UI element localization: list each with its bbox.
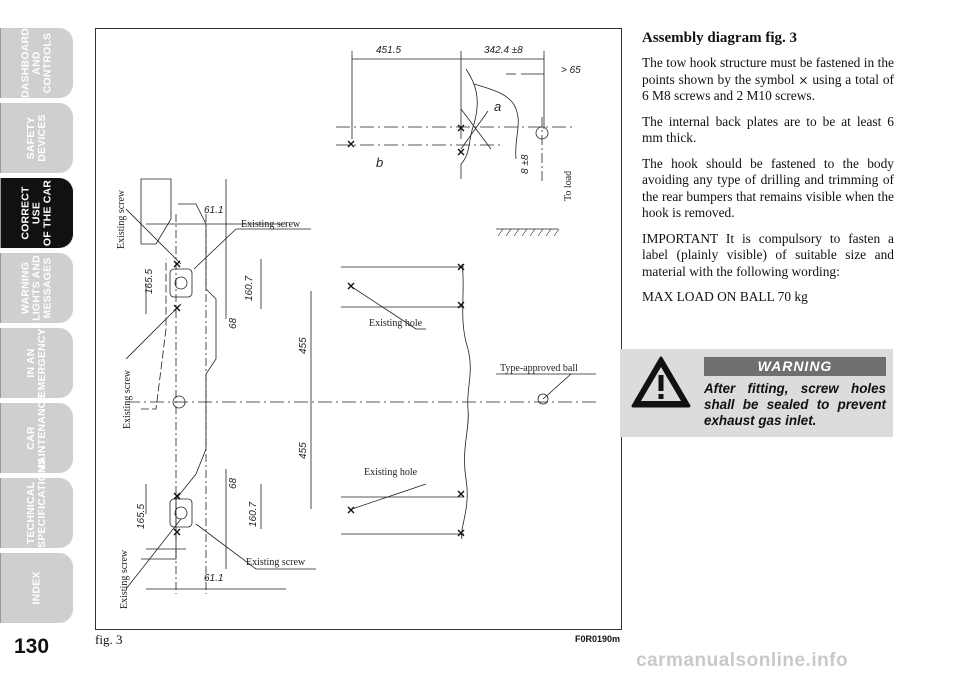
tab-index[interactable]: INDEX — [0, 553, 74, 623]
paragraph-no-drilling: The hook should be fastened to the body … — [642, 155, 894, 221]
paragraph-max-load: MAX LOAD ON BALL 70 kg — [642, 289, 808, 304]
tab-label: TECHNICAL SPECIFICATIONS — [25, 457, 48, 548]
warning-triangle-icon — [631, 356, 691, 408]
dim-68-top: 68 — [228, 317, 239, 329]
dim-451-5: 451.5 — [376, 45, 401, 56]
section-heading: Assembly diagram fig. 3 — [642, 30, 797, 46]
tab-label: WARNING LIGHTS AND MESSAGES — [19, 255, 54, 321]
dim-61-1-top: 61.1 — [204, 205, 223, 216]
dim-165-5-top: 165.5 — [144, 269, 155, 294]
page-number: 130 — [14, 635, 50, 658]
label-b: b — [376, 155, 383, 170]
warning-title: WARNING — [704, 357, 886, 376]
watermark-text: carmanualsonline.info — [636, 650, 849, 671]
label-existing-hole-bottom: Existing hole — [364, 467, 418, 478]
paragraph-important: IMPORTANT It is compulsory to fasten a l… — [642, 230, 894, 279]
label-existing-hole-top: Existing hole — [369, 318, 423, 329]
warning-text: After fitting, screw holes shall be seal… — [620, 381, 886, 429]
label-existing-screw-top: Existing screw — [241, 219, 301, 230]
text-column: Assembly diagram fig. 3 The tow hook str… — [642, 30, 894, 315]
paragraph-fastening: The tow hook structure must be fastened … — [642, 55, 894, 105]
tab-in-an-emergency[interactable]: IN AN EMERGENCY — [0, 328, 74, 398]
assembly-diagram-drawing: Existing screw Existing screw Existing s… — [116, 45, 596, 609]
label-existing-screw-bottom: Existing screw — [246, 557, 306, 568]
paragraph-back-plates: The internal back plates are to be at le… — [642, 113, 894, 146]
tab-label: INDEX — [30, 571, 43, 605]
label-existing-screw-left-bottom: Existing screw — [119, 549, 130, 609]
warning-text-body: After fitting, screw holes shall be seal… — [704, 381, 886, 428]
tab-correct-use-of-the-car[interactable]: CORRECT USE OF THE CAR — [0, 178, 74, 248]
assembly-diagram-figure: Existing screw Existing screw Existing s… — [95, 28, 622, 630]
tab-label: CORRECT USE OF THE CAR — [19, 179, 54, 247]
dim-61-1-bottom: 61.1 — [204, 573, 223, 584]
label-a: a — [494, 99, 501, 114]
figure-caption: fig. 3 — [95, 632, 123, 647]
paragraph-fastening-a: The tow hook structure must be fastened … — [642, 55, 894, 87]
dim-gt-65: > 65 — [561, 65, 581, 76]
paragraph-fastening-b: using a total of 6 M8 screws and 2 M10 s… — [642, 71, 894, 104]
tab-warning-lights-and-messages[interactable]: WARNING LIGHTS AND MESSAGES — [0, 253, 74, 323]
tab-label: SAFETY DEVICES — [25, 114, 48, 162]
dim-165-5-bottom: 165.5 — [136, 504, 147, 529]
label-existing-screw-left-mid: Existing screw — [122, 369, 133, 429]
dim-342-4: 342.4 ±8 — [484, 45, 523, 56]
chapter-tabs: DASHBOARD AND CONTROLS SAFETY DEVICES CO… — [0, 28, 78, 628]
label-to-load: To load — [563, 171, 574, 201]
tab-safety-devices[interactable]: SAFETY DEVICES — [0, 103, 74, 173]
tab-label: DASHBOARD AND CONTROLS — [19, 27, 54, 98]
dim-160-7-top: 160.7 — [244, 276, 255, 301]
label-type-approved-ball: Type-approved ball — [500, 363, 578, 374]
dim-455-top: 455 — [298, 337, 309, 354]
warning-box: WARNING After fitting, screw holes shall… — [620, 349, 893, 437]
fastening-symbol-icon: ⨯ — [798, 72, 809, 87]
dim-455-bottom: 455 — [298, 442, 309, 459]
dim-8: 8 ±8 — [520, 154, 531, 174]
tab-label: IN AN EMERGENCY — [25, 328, 48, 398]
tab-technical-specifications[interactable]: TECHNICAL SPECIFICATIONS — [0, 457, 74, 548]
dim-68-bottom: 68 — [228, 477, 239, 489]
tab-dashboard-and-controls[interactable]: DASHBOARD AND CONTROLS — [0, 28, 74, 98]
dim-160-7-bottom: 160.7 — [248, 502, 259, 527]
figure-code: F0R0190m — [575, 634, 621, 644]
tab-car-maintenance[interactable]: CAR MAINTENANCE — [0, 393, 74, 473]
label-existing-screw-left-top: Existing screw — [116, 189, 127, 249]
